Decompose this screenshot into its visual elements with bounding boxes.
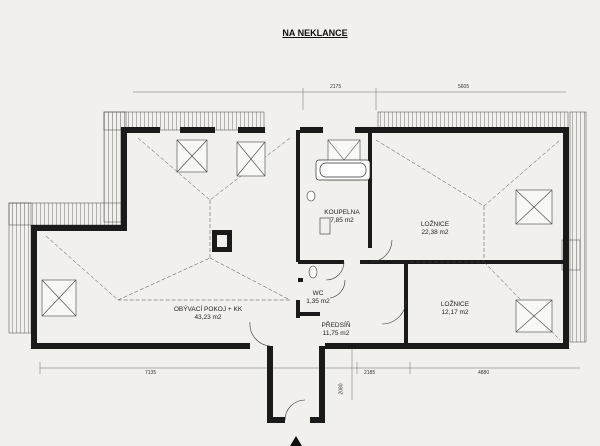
dimension-bottom-left: 7135 (145, 370, 157, 376)
chimney (212, 230, 232, 252)
room-name: WC (312, 290, 324, 297)
dimension-bottom-right: 4880 (478, 370, 490, 376)
room-area: 1,35 m2 (306, 298, 330, 305)
room-name: LOŽNICE (420, 221, 450, 228)
room-loznice-1: LOŽNICE 22,38 m2 (405, 221, 465, 237)
room-area: 12,17 m2 (441, 309, 469, 316)
bathroom-cabinet (319, 217, 331, 235)
dimension-lines (39, 88, 580, 400)
room-obyvaci-pokoj: OBÝVACÍ POKOJ + KK 43,23 m2 (158, 306, 258, 322)
room-predsin: PŘEDSÍŇ 11,75 m2 (313, 322, 359, 338)
room-name: PŘEDSÍŇ (321, 322, 351, 329)
roof-hatching (8, 111, 587, 343)
room-name: KOUPELNA (324, 209, 360, 216)
dimension-bottom-mid: 2185 (364, 370, 376, 376)
room-area: 7,85 m2 (330, 217, 354, 224)
room-loznice-2: LOŽNICE 12,17 m2 (425, 301, 485, 317)
exterior-walls (31, 127, 569, 423)
toilet-icon (306, 190, 318, 279)
dimension-top-mid: 2175 (330, 84, 342, 90)
bathtub (315, 159, 371, 181)
room-koupelna: KOUPELNA 7,85 m2 (312, 209, 372, 225)
dimension-top-right: 5605 (458, 84, 470, 90)
room-name: OBÝVACÍ POKOJ + KK (173, 306, 243, 313)
entrance-arrow-icon (290, 436, 302, 446)
door-swings (249, 239, 407, 421)
interior-walls (296, 130, 566, 346)
room-area: 11,75 m2 (322, 330, 350, 337)
dimension-vertical: 2080 (338, 383, 345, 395)
room-wc: WC 1,35 m2 (298, 290, 338, 306)
room-name: LOŽNICE (440, 301, 470, 308)
room-area: 22,38 m2 (421, 229, 449, 236)
page-title: NA NEKLANCE (282, 28, 348, 38)
room-area: 43,23 m2 (194, 314, 222, 321)
